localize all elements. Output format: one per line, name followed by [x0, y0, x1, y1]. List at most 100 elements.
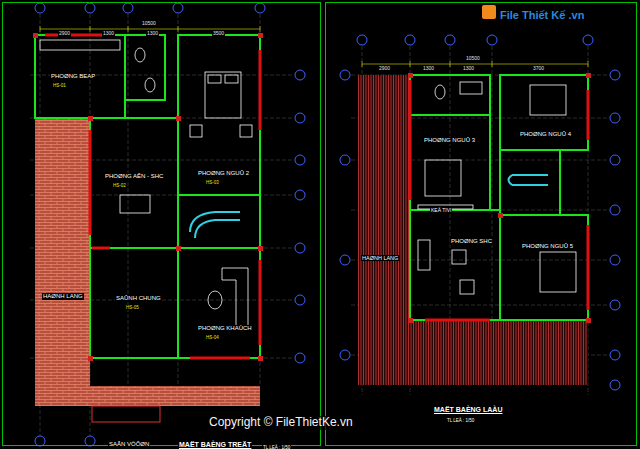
label-holder: PHOØNG NGUÛ 5 — [521, 234, 574, 252]
red-walls — [410, 80, 588, 320]
column — [88, 116, 93, 121]
label-holder: 10500 — [141, 11, 157, 29]
wall — [90, 248, 178, 358]
label-holder: HS-04 — [205, 325, 220, 343]
label-holder: PHOØNG NGUÛ 3 — [423, 128, 476, 146]
grid-lines — [30, 14, 609, 436]
room-name: PHOØNG AÊN - SHC — [104, 173, 164, 180]
wall — [500, 75, 588, 150]
grid-bubble — [35, 436, 45, 446]
title-holder: TL LEÄ : 1/50 — [262, 435, 291, 449]
label-holder: 1300 — [102, 21, 115, 39]
label-holder: 2900 — [58, 21, 71, 39]
label-holder: HS-01 — [52, 73, 67, 91]
wall — [35, 35, 125, 118]
grid-bubble — [35, 3, 45, 13]
armchair — [460, 280, 474, 294]
scale-note: TL LEÄ : 1/50 — [446, 418, 475, 423]
wall — [90, 118, 178, 248]
red-walls — [45, 35, 260, 358]
stair — [509, 175, 549, 185]
wall — [410, 210, 500, 320]
sheet-frame: MAËT BAÈNG LAÀU TL LEÄ : 1/50 — [325, 2, 637, 446]
room-name: PHOØNG SHC — [450, 238, 493, 245]
label-holder: PHOØNG SHC — [450, 229, 493, 247]
dimension: 1300 — [102, 31, 115, 37]
toilet — [135, 48, 145, 62]
label-holder: HS-03 — [205, 170, 220, 188]
grid-bubble — [405, 35, 415, 45]
grid-bubble — [610, 380, 620, 390]
sheet-title: MAËT BAÈNG LAÀU — [433, 406, 503, 414]
column — [408, 73, 413, 78]
grid-bubble — [583, 35, 593, 45]
logo-text: File Thiết Kế .vn — [500, 9, 584, 22]
label-holder: Copyright © FileThietKe.vn — [208, 412, 354, 430]
room-code: HS-01 — [52, 83, 67, 88]
room-name: PHOØNG NGUÛ 2 — [197, 170, 250, 177]
grid-bubble — [123, 3, 133, 13]
wall — [178, 248, 260, 358]
title-holder: MAËT BAÈNG TREÄT — [178, 433, 252, 449]
dimension: 3700 — [532, 66, 545, 72]
scale-note: TL LEÄ : 1/50 — [262, 445, 291, 449]
column — [258, 356, 263, 361]
bed — [530, 85, 566, 115]
pillow — [208, 75, 221, 83]
wall — [125, 35, 165, 100]
dimension: 1300 — [422, 66, 435, 72]
grid-bubble — [610, 300, 620, 310]
grid-bubble — [295, 155, 305, 165]
sheet-frame: MAËT BAÈNG TREÄT TL LEÄ : 1/50 — [2, 2, 321, 446]
bed — [540, 252, 576, 292]
room-name: PHOØNG NGUÛ 5 — [521, 243, 574, 250]
label-holder: SAÂN VÖÔØN — [108, 432, 150, 449]
room-name: SAÂN VÖÔØN — [108, 441, 150, 448]
column — [498, 213, 503, 218]
dimension: 10500 — [465, 56, 481, 62]
wall — [500, 150, 560, 215]
label-holder: HS-05 — [125, 295, 140, 313]
coffee-table — [208, 291, 222, 309]
room-name: HAØNH LANG — [42, 293, 84, 300]
wall — [500, 215, 588, 320]
label-holder: PHOØNG BEAP — [50, 64, 96, 82]
grid-bubble — [445, 35, 455, 45]
label-holder: PHOØNG NGUÛ 4 — [519, 122, 572, 140]
wall — [178, 195, 260, 248]
dining-table — [120, 195, 150, 213]
grid-bubble — [295, 113, 305, 123]
toilet — [145, 78, 155, 92]
bed — [205, 72, 241, 118]
bathtub — [460, 82, 482, 94]
grid-bubble — [295, 70, 305, 80]
label-holder: 1300 — [462, 56, 475, 74]
column — [258, 33, 263, 38]
sofa — [222, 268, 248, 330]
dimension: 1300 — [462, 66, 475, 72]
wall — [410, 115, 490, 210]
label-holder: 10500 — [465, 46, 481, 64]
grid-bubble — [340, 70, 350, 80]
grid-bubble — [610, 70, 620, 80]
grid-bubble — [610, 255, 620, 265]
dimension: 3500 — [212, 31, 225, 37]
column — [33, 33, 38, 38]
furniture — [40, 40, 252, 330]
watermark: Copyright © FileThietKe.vn — [208, 416, 354, 430]
room-name: PHOØNG NGUÛ 4 — [519, 131, 572, 138]
label-holder: 3700 — [532, 56, 545, 74]
dimension: 1300 — [146, 31, 159, 37]
dimension-lines — [40, 26, 588, 67]
walls — [35, 35, 260, 358]
dimension: 2900 — [378, 66, 391, 72]
grid-bubble — [340, 155, 350, 165]
wall — [178, 35, 260, 195]
sofa — [418, 240, 430, 270]
kitchen-counter — [40, 40, 120, 50]
label-holder: File Thiết Kế .vn — [500, 5, 584, 23]
grid-bubble — [610, 155, 620, 165]
walls — [410, 75, 588, 320]
